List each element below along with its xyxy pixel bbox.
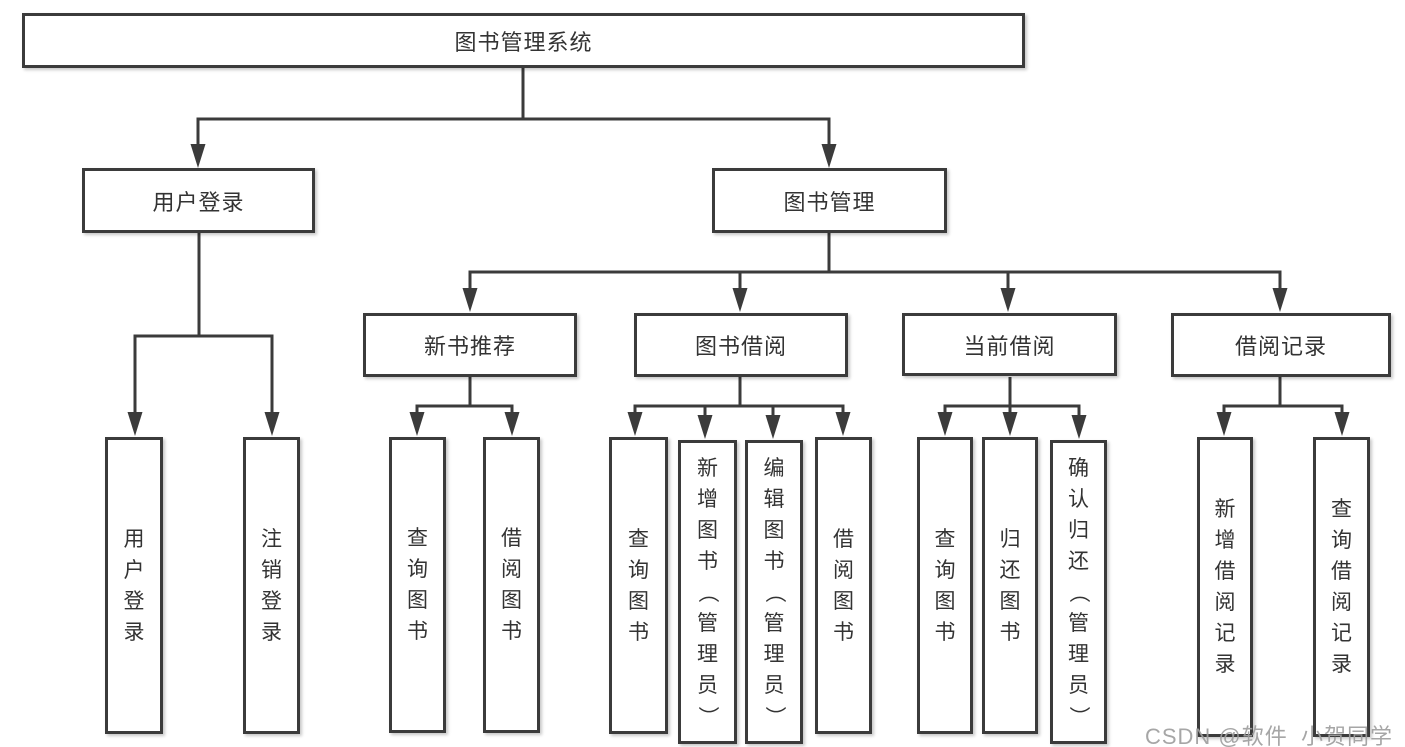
- leaf-confirm-return-admin-label: 确认归还（管理员）: [1067, 456, 1090, 727]
- node-user-login-label: 用户登录: [152, 189, 245, 215]
- node-new-book-recommend-label: 新书推荐: [423, 334, 516, 359]
- leaf-query-borrow-record-label: 查询借阅记录: [1331, 498, 1352, 676]
- leaf-add-borrow-record: 新增借阅记录: [1197, 437, 1253, 737]
- node-book-management: 图书管理: [712, 168, 947, 233]
- leaf-add-borrow-record-label: 新增借阅记录: [1214, 498, 1236, 676]
- leaf-borrow-books-borrowing-label: 借阅图书: [833, 527, 854, 644]
- leaf-confirm-return-admin: 确认归还（管理员）: [1050, 440, 1107, 744]
- node-current-borrowing-label: 当前借阅: [963, 333, 1056, 359]
- node-root: 图书管理系统: [22, 13, 1025, 68]
- leaf-logout-login: 注销登录: [243, 437, 300, 734]
- node-root-label: 图书管理系统: [454, 29, 593, 55]
- leaf-user-login: 用户登录: [105, 437, 163, 734]
- leaf-borrow-books-recommend-label: 借阅图书: [501, 527, 522, 643]
- leaf-query-books-recommend: 查询图书: [389, 437, 446, 733]
- leaf-query-books-recommend-label: 查询图书: [407, 527, 428, 643]
- leaf-borrow-books-recommend: 借阅图书: [483, 437, 540, 733]
- node-current-borrowing: 当前借阅: [902, 313, 1117, 376]
- node-book-management-label: 图书管理: [783, 189, 876, 215]
- leaf-query-books-current: 查询图书: [917, 437, 973, 734]
- leaf-edit-books-admin: 编辑图书（管理员）: [745, 440, 803, 744]
- node-book-borrowing-label: 图书借阅: [694, 334, 787, 359]
- leaf-return-books-label: 归还图书: [999, 527, 1021, 644]
- node-new-book-recommend: 新书推荐: [363, 313, 577, 377]
- leaf-return-books: 归还图书: [982, 437, 1038, 734]
- leaf-borrow-books-borrowing: 借阅图书: [815, 437, 872, 734]
- leaf-add-books-admin-label: 新增图书（管理员）: [696, 456, 719, 727]
- csdn-watermark: CSDN @软件_小贺同学: [1144, 724, 1393, 747]
- node-book-borrowing: 图书借阅: [634, 313, 848, 377]
- leaf-add-books-admin: 新增图书（管理员）: [678, 440, 737, 744]
- leaf-edit-books-admin-label: 编辑图书（管理员）: [762, 456, 786, 727]
- leaf-logout-login-label: 注销登录: [261, 527, 282, 644]
- node-borrowing-records-label: 借阅记录: [1234, 334, 1327, 359]
- leaf-user-login-label: 用户登录: [123, 527, 145, 644]
- leaf-query-books-borrowing: 查询图书: [609, 437, 668, 734]
- node-user-login: 用户登录: [82, 168, 315, 233]
- arrowheads: [127, 144, 1350, 439]
- leaf-query-books-current-label: 查询图书: [934, 527, 956, 644]
- node-borrowing-records: 借阅记录: [1171, 313, 1391, 377]
- leaf-query-books-borrowing-label: 查询图书: [628, 527, 649, 644]
- leaf-query-borrow-record: 查询借阅记录: [1313, 437, 1370, 737]
